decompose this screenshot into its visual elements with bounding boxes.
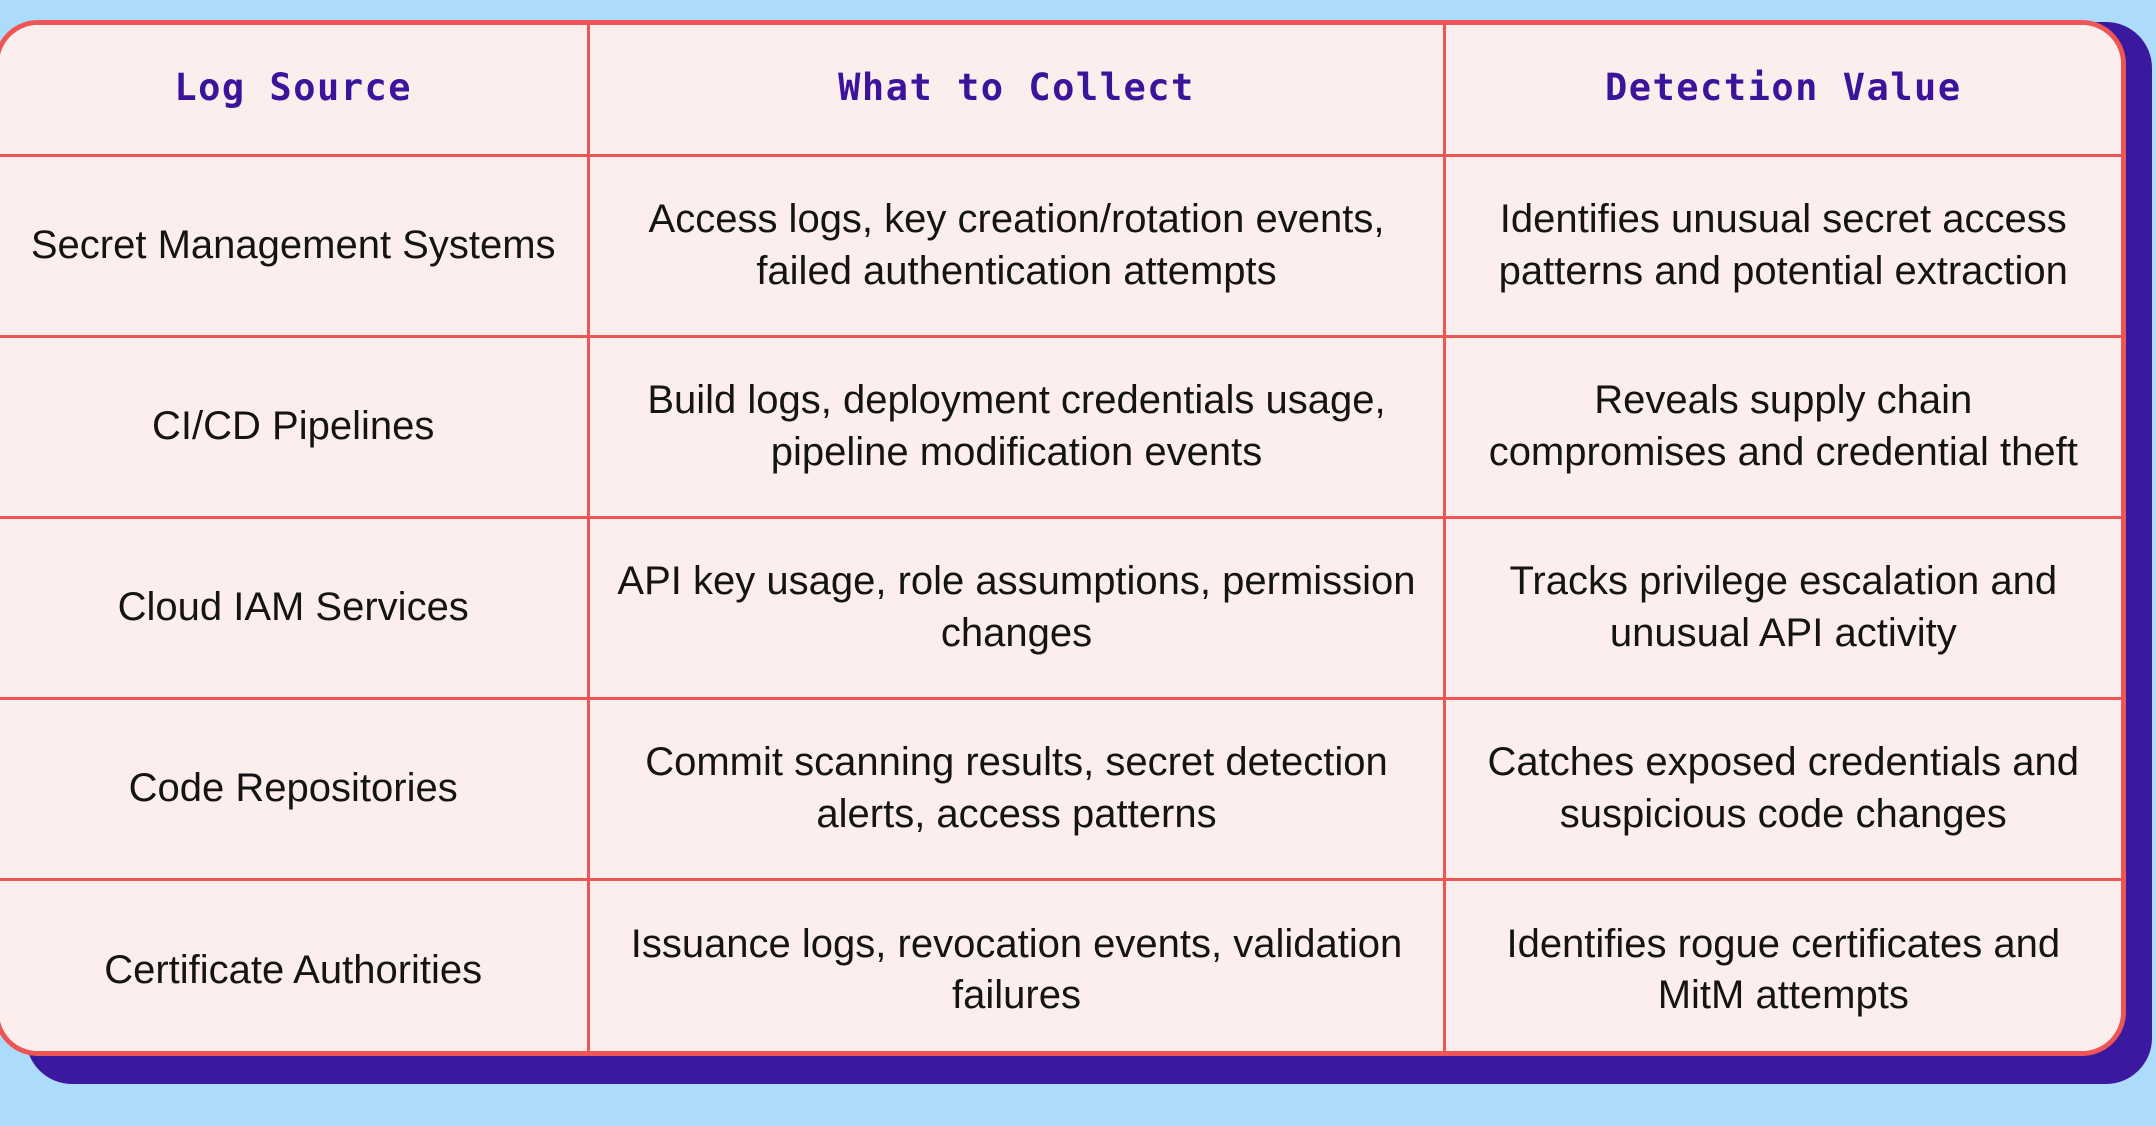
table-row: Certificate Authorities Issuance logs, r… bbox=[0, 877, 2121, 1051]
cell-detection-value: Catches exposed credentials and suspicio… bbox=[1442, 696, 2121, 881]
table-row: CI/CD Pipelines Build logs, deployment c… bbox=[0, 334, 2121, 519]
log-source-table: Log Source What to Collect Detection Val… bbox=[0, 25, 2121, 1051]
cell-detection-value: Identifies rogue certificates and MitM a… bbox=[1442, 877, 2121, 1051]
cell-log-source: CI/CD Pipelines bbox=[0, 334, 591, 519]
cell-log-source: Secret Management Systems bbox=[0, 153, 591, 338]
cell-log-source: Certificate Authorities bbox=[0, 877, 591, 1051]
cell-log-source: Cloud IAM Services bbox=[0, 515, 591, 700]
table-body: Secret Management Systems Access logs, k… bbox=[0, 153, 2121, 1051]
cell-detection-value: Reveals supply chain compromises and cre… bbox=[1442, 334, 2121, 519]
cell-what-to-collect: Build logs, deployment credentials usage… bbox=[587, 334, 1446, 519]
log-source-table-card: Log Source What to Collect Detection Val… bbox=[0, 20, 2126, 1056]
cell-what-to-collect: API key usage, role assumptions, permiss… bbox=[587, 515, 1446, 700]
table-row: Secret Management Systems Access logs, k… bbox=[0, 153, 2121, 338]
column-header-detection-value: Detection Value bbox=[1442, 25, 2121, 157]
column-header-what-to-collect: What to Collect bbox=[587, 25, 1446, 157]
cell-detection-value: Identifies unusual secret access pattern… bbox=[1442, 153, 2121, 338]
cell-what-to-collect: Access logs, key creation/rotation event… bbox=[587, 153, 1446, 338]
cell-detection-value: Tracks privilege escalation and unusual … bbox=[1442, 515, 2121, 700]
table-row: Cloud IAM Services API key usage, role a… bbox=[0, 515, 2121, 700]
cell-log-source: Code Repositories bbox=[0, 696, 591, 881]
column-header-log-source: Log Source bbox=[0, 25, 591, 157]
table-row: Code Repositories Commit scanning result… bbox=[0, 696, 2121, 881]
table-header: Log Source What to Collect Detection Val… bbox=[0, 25, 2121, 157]
table-header-row: Log Source What to Collect Detection Val… bbox=[0, 25, 2121, 157]
cell-what-to-collect: Issuance logs, revocation events, valida… bbox=[587, 877, 1446, 1051]
cell-what-to-collect: Commit scanning results, secret detectio… bbox=[587, 696, 1446, 881]
